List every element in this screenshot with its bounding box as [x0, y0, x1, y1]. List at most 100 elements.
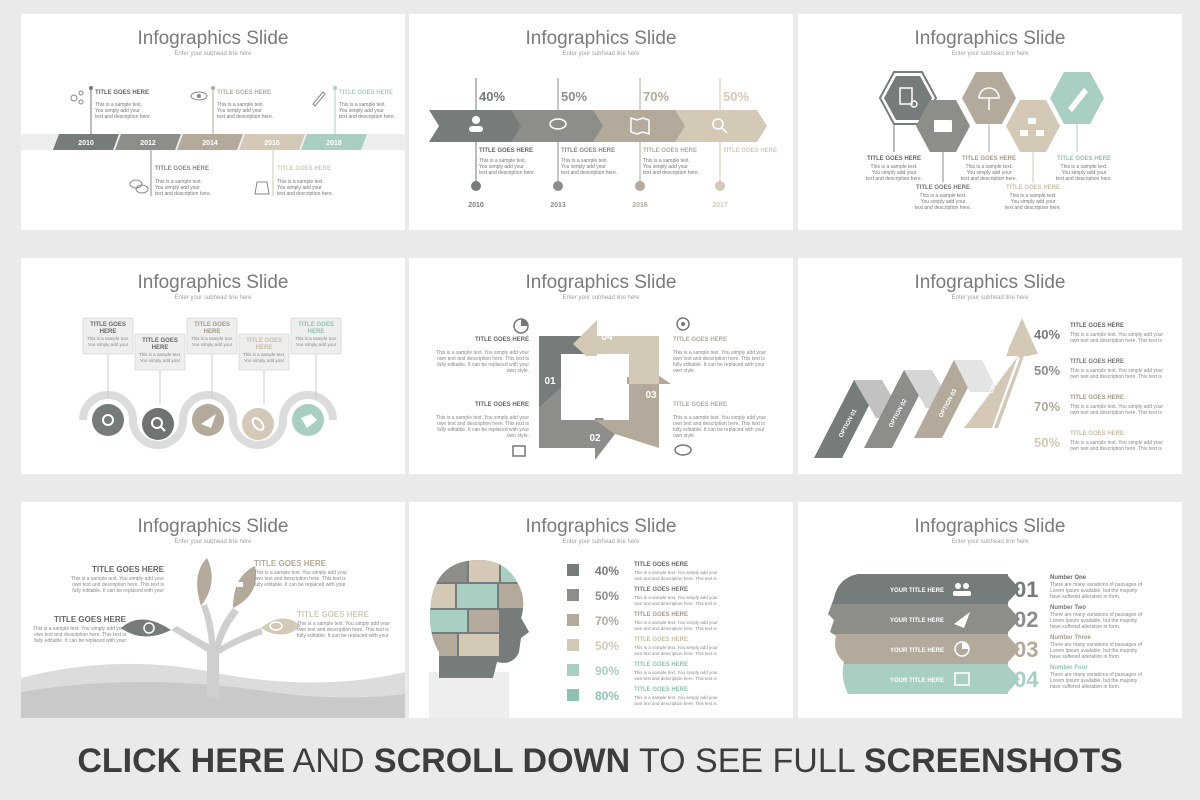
svg-text:This is a sample text. You sim: This is a sample text. You simply add yo… — [634, 595, 718, 600]
svg-text:TITLE GOES HERE: TITLE GOES HERE — [297, 610, 370, 619]
svg-text:own text and description here.: own text and description here. This text… — [634, 576, 717, 581]
pie-chart-icon — [513, 318, 529, 334]
svg-text:TITLE GOES HERE: TITLE GOES HERE — [867, 156, 921, 162]
svg-text:TITLE GOES HERE: TITLE GOES HERE — [1006, 185, 1060, 191]
svg-text:This is a sample text. You sim: This is a sample text. You simply add yo… — [634, 570, 718, 575]
svg-text:TITLE GOES HERE: TITLE GOES HERE — [54, 615, 127, 624]
timeline-chevron-1 — [53, 134, 119, 150]
svg-text:02: 02 — [589, 433, 601, 444]
svg-text:text and description here.: text and description here. — [1056, 176, 1112, 182]
slide-subtitle: Enter your subhead line here — [951, 295, 1029, 301]
slide-title: Infographics Slide — [137, 28, 289, 49]
leaf-1 — [121, 619, 171, 637]
svg-text:own style.: own style. — [507, 368, 529, 374]
option-bar-2 — [864, 370, 932, 448]
svg-text:This is a sample text. You sim: This is a sample text. You simply add yo… — [634, 620, 718, 625]
svg-text:own text and description here.: own text and description here. This text… — [1070, 374, 1162, 380]
svg-text:own text and description here.: own text and description here. This text… — [437, 356, 529, 362]
svg-text:own style.: own style. — [673, 433, 695, 439]
slide-3-hexagons[interactable]: Infographics Slide Enter your subhead li… — [798, 14, 1182, 230]
slide-6-growth-options[interactable]: Infographics Slide Enter your subhead li… — [798, 258, 1182, 474]
cta-click-here[interactable]: CLICK HERE — [77, 742, 286, 780]
svg-text:70%: 70% — [595, 614, 619, 628]
svg-text:40%: 40% — [1034, 327, 1060, 342]
head-graphic: 40% 50% 70% 50% 90% 80% TITLE GOES HERE … — [429, 560, 718, 718]
svg-text:own text and description here.: own text and description here. This text… — [634, 601, 717, 606]
svg-text:There are many variations of p: There are many variations of passages of — [1050, 582, 1143, 588]
svg-text:This is a sample text. You sim: This is a sample text. You simply add yo… — [634, 645, 718, 650]
svg-text:You simply add your: You simply add your — [339, 108, 384, 114]
svg-text:This is a sample text.: This is a sample text. — [217, 102, 264, 108]
svg-text:TITLE GOES HERE: TITLE GOES HERE — [277, 166, 331, 172]
gear-icon — [143, 622, 155, 634]
slide-4-wave-circles[interactable]: Infographics Slide Enter your subhead li… — [21, 258, 405, 474]
svg-text:This is a sample text. You sim: This is a sample text. You simply add yo… — [1070, 368, 1163, 374]
banner-4 — [828, 664, 1008, 694]
svg-text:50%: 50% — [561, 89, 587, 104]
svg-text:own text and description here.: own text and description here. This text… — [1070, 446, 1162, 452]
slide-7-tree[interactable]: Infographics Slide Enter your subhead li… — [21, 502, 405, 718]
svg-text:50%: 50% — [723, 89, 749, 104]
svg-text:This is a sample text. You sim: This is a sample text. You simply add yo… — [33, 626, 126, 632]
svg-text:TITLE GOES HERE: TITLE GOES HERE — [475, 402, 529, 408]
slide-5-cycle[interactable]: Infographics Slide Enter your subhead li… — [409, 258, 793, 474]
svg-text:This is a sample text.: This is a sample text. — [95, 102, 142, 108]
timeline-chevron-2 — [115, 134, 181, 150]
slide-2-arrow-process[interactable]: Infographics Slide Enter your subhead li… — [409, 14, 793, 230]
svg-text:TITLE GOES HERE: TITLE GOES HERE — [634, 612, 688, 618]
svg-text:2012: 2012 — [140, 140, 156, 147]
svg-text:have suffered alteration in fo: have suffered alteration in form. — [1050, 654, 1120, 660]
rocket-icon — [312, 91, 326, 107]
gear-icon — [102, 414, 114, 426]
svg-text:fully editable. It can be repl: fully editable. It can be replaced with … — [34, 638, 126, 644]
svg-text:text and description here.: text and description here. — [643, 170, 699, 176]
paper-plane-icon — [201, 414, 216, 428]
svg-text:2014: 2014 — [202, 140, 218, 147]
arrow-2 — [511, 110, 607, 142]
svg-text:TITLE GOES: TITLE GOES — [142, 338, 178, 344]
svg-text:YOUR TITLE HERE: YOUR TITLE HERE — [890, 588, 944, 594]
timeline-chevron-3 — [177, 134, 243, 150]
svg-text:TITLE GOES HERE: TITLE GOES HERE — [916, 185, 970, 191]
svg-text:Number Two: Number Two — [1050, 605, 1086, 611]
label-box-3 — [186, 317, 238, 355]
eye-icon — [190, 91, 208, 101]
svg-text:TITLE GOES HERE: TITLE GOES HERE — [1057, 156, 1111, 162]
svg-text:fully editable. It can be repl: fully editable. It can be replaced with … — [72, 588, 164, 594]
svg-text:This is a sample text.: This is a sample text. — [643, 158, 690, 164]
slide-1-timeline[interactable]: Infographics Slide Enter your subhead li… — [21, 14, 405, 230]
svg-text:fully editable. It can be repl: fully editable. It can be replaced with … — [673, 427, 765, 433]
slide-8-puzzle-head[interactable]: Infographics Slide Enter your subhead li… — [409, 502, 793, 718]
svg-text:You simply add your: You simply add your — [95, 108, 140, 114]
rocket-icon — [1068, 88, 1088, 112]
svg-text:2016: 2016 — [632, 202, 648, 209]
svg-text:This is a sample text. You sim: This is a sample text. You simply add yo… — [436, 350, 529, 356]
svg-text:fully editable. It can be repl: fully editable. It can be replaced with … — [254, 582, 346, 588]
svg-text:fully editable. It can be repl: fully editable. It can be replaced with … — [437, 362, 529, 368]
svg-text:Lorem Ipsum available, but the: Lorem Ipsum available, but the majority — [1050, 678, 1138, 684]
svg-text:This is a sample text. You sim: This is a sample text. You simply add yo… — [254, 570, 347, 576]
svg-text:2017: 2017 — [712, 202, 728, 209]
svg-text:There are many variations of p: There are many variations of passages of — [1050, 612, 1143, 618]
svg-text:This is a sample text.: This is a sample text. — [155, 179, 202, 185]
svg-text:own text and description here.: own text and description here. This text… — [254, 576, 346, 582]
svg-text:You simply add your: You simply add your — [1062, 170, 1107, 176]
svg-text:TITLE GOES HERE: TITLE GOES HERE — [254, 559, 327, 568]
money-bag-icon — [254, 181, 270, 195]
svg-text:You simply add your: You simply add your — [244, 358, 285, 363]
svg-text:This is a sample text.: This is a sample text. — [295, 336, 337, 341]
slide-9-numbered-banners[interactable]: Infographics Slide Enter your subhead li… — [798, 502, 1182, 718]
svg-text:This is a sample text.: This is a sample text. — [243, 352, 285, 357]
svg-text:TITLE GOES HERE: TITLE GOES HERE — [634, 662, 688, 668]
thumbs-up-icon — [512, 445, 526, 457]
briefcase-icon — [934, 120, 952, 132]
svg-text:text and description here.: text and description here. — [915, 205, 971, 211]
svg-text:This is a sample text.: This is a sample text. — [920, 193, 967, 199]
svg-text:80%: 80% — [595, 689, 619, 703]
slide-title: Infographics Slide — [137, 272, 289, 293]
circle-1 — [92, 404, 124, 436]
call-to-action[interactable]: CLICK HERE AND SCROLL DOWN TO SEE FULL S… — [0, 742, 1200, 781]
svg-text:2013: 2013 — [550, 202, 566, 209]
svg-text:2010: 2010 — [78, 140, 94, 147]
circle-4 — [242, 408, 274, 440]
